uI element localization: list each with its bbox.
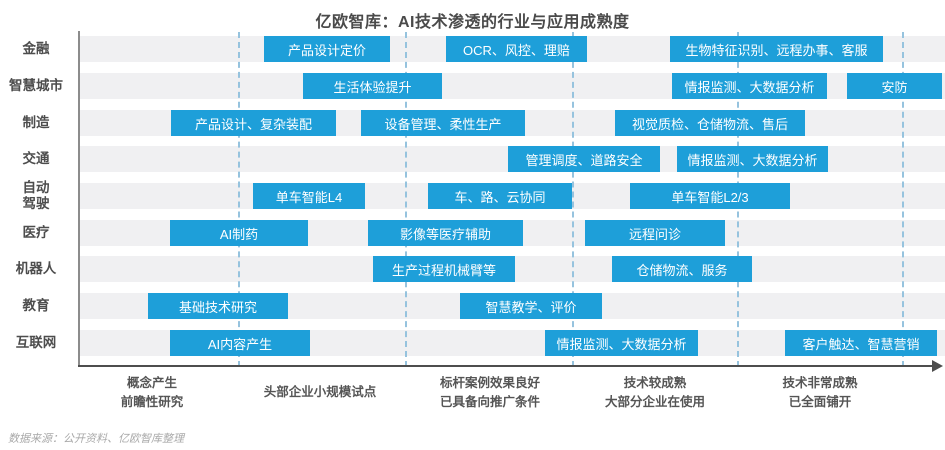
stage-label-line: 已具备向推广条件 — [439, 395, 540, 410]
stage-label-line: 大部分企业在使用 — [604, 395, 705, 410]
stage-label-line: 技术较成熟 — [623, 376, 687, 390]
stage-divider-line — [238, 32, 240, 367]
app-box: 设备管理、柔性生产 — [361, 110, 525, 136]
app-box: 产品设计、复杂装配 — [171, 110, 336, 136]
stage-label-line: 头部企业小规模试点 — [263, 385, 377, 400]
app-box: 视觉质检、仓储物流、售后 — [615, 110, 805, 136]
stage-label-line: 标杆案例效果良好 — [439, 376, 540, 390]
app-box: 情报监测、大数据分析 — [672, 73, 827, 99]
app-box: 智慧教学、评价 — [460, 293, 602, 319]
stage-label: 技术非常成熟已全面铺开 — [725, 374, 915, 413]
app-box: 仓储物流、服务 — [612, 256, 752, 282]
industry-label: 制造 — [22, 114, 50, 130]
app-box: 影像等医疗辅助 — [368, 220, 523, 246]
app-box: 安防 — [847, 73, 942, 99]
industry-label: 金融 — [22, 40, 50, 56]
stage-label-line: 概念产生 — [126, 376, 177, 390]
app-box: 情报监测、大数据分析 — [677, 146, 828, 172]
app-box: 基础技术研究 — [148, 293, 288, 319]
app-box: AI制药 — [170, 220, 308, 246]
stage-label: 概念产生前瞻性研究 — [57, 374, 247, 413]
app-box: 情报监测、大数据分析 — [545, 330, 698, 356]
x-axis-arrow-icon — [932, 360, 943, 372]
industry-label: 机器人 — [15, 260, 57, 276]
stage-divider-line — [405, 32, 407, 367]
app-box: 管理调度、道路安全 — [508, 146, 660, 172]
industry-label: 教育 — [22, 297, 50, 313]
stage-label-line: 前瞻性研究 — [120, 395, 184, 410]
source-note: 数据来源：公开资料、亿欧智库整理 — [8, 433, 184, 445]
y-axis-line — [78, 31, 80, 367]
app-box: 生产过程机械臂等 — [373, 256, 515, 282]
app-box: 车、路、云协同 — [428, 183, 572, 209]
stage-divider-line — [572, 32, 574, 367]
stage-label: 头部企业小规模试点 — [225, 374, 415, 412]
stage-label: 标杆案例效果良好已具备向推广条件 — [395, 374, 585, 413]
stage-label-line: 技术非常成熟 — [782, 376, 858, 390]
app-box: 单车智能L4 — [253, 183, 365, 209]
stage-divider-line — [902, 32, 904, 367]
industry-label: 智慧城市 — [9, 77, 63, 93]
x-axis-line — [78, 365, 934, 367]
app-box: 生活体验提升 — [303, 73, 442, 99]
app-box: 单车智能L2/3 — [630, 183, 790, 209]
app-box: AI内容产生 — [170, 330, 310, 356]
app-box: 产品设计定价 — [264, 36, 390, 62]
industry-label: 自动 驾驶 — [22, 179, 50, 211]
industry-label: 互联网 — [15, 334, 57, 350]
industry-label: 交通 — [22, 150, 50, 166]
industry-label: 医疗 — [22, 224, 50, 240]
app-box: 客户触达、智慧营销 — [785, 330, 937, 356]
chart-title: 亿欧智库：AI技术渗透的行业与应用成熟度 — [315, 14, 630, 31]
app-box: 生物特征识别、远程办事、客服 — [670, 36, 883, 62]
app-box: OCR、风控、理赔 — [446, 36, 587, 62]
stage-label: 技术较成熟大部分企业在使用 — [560, 374, 750, 413]
stage-label-line: 已全面铺开 — [788, 395, 852, 410]
app-box: 远程问诊 — [585, 220, 725, 246]
